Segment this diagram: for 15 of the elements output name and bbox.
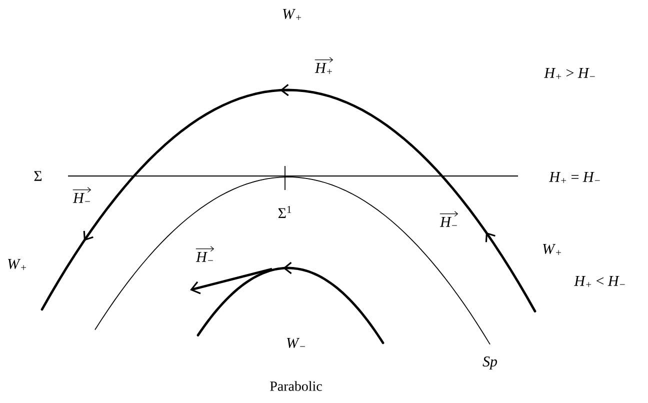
vector-label: H$_{−}$ bbox=[72, 187, 92, 203]
vector-label: H$_{−}$ bbox=[196, 246, 214, 262]
math-label: W$_{−}$ bbox=[287, 338, 305, 348]
vector-label: H$_{+}$ bbox=[314, 57, 334, 74]
math-label: H$_{+}$ = H$_{−}$ bbox=[549, 172, 600, 183]
math-label: Σ bbox=[34, 171, 42, 181]
vector-label: H$_{−}$ bbox=[440, 211, 458, 227]
math-label: H$_{+}$ > H$_{−}$ bbox=[544, 68, 595, 79]
math-label: W$_{+}$ bbox=[543, 244, 561, 255]
math-label: Sp bbox=[482, 356, 498, 370]
math-label: W$_{+}$ bbox=[283, 9, 301, 20]
math-label: Σ$^{1}$ bbox=[278, 206, 292, 218]
caption: Parabolic bbox=[270, 381, 322, 391]
math-label: W$_{+}$ bbox=[8, 259, 26, 270]
math-label: H$_{+}$ < H$_{−}$ bbox=[574, 276, 625, 287]
